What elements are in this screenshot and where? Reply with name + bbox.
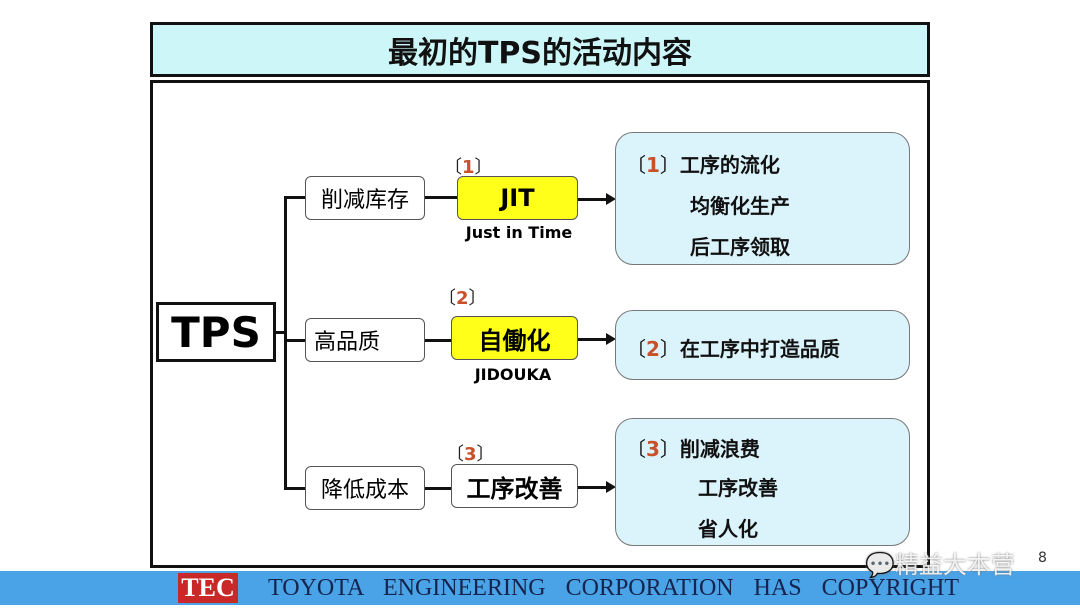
- arrow-icon: [578, 333, 616, 345]
- result-item: 〔3〕削减浪费: [626, 437, 760, 461]
- result-box-3: 〔3〕削减浪费 工序改善 省人化: [615, 418, 910, 546]
- connector: [284, 487, 306, 490]
- page-number: 8: [1038, 550, 1047, 566]
- connector: [284, 339, 306, 342]
- arrow-icon: [578, 193, 616, 205]
- method-subtitle: JIDOUKA: [474, 365, 552, 384]
- method-box-jidouka: 自働化: [451, 316, 578, 360]
- root-node-tps: TPS: [156, 302, 276, 362]
- number-value: 3: [464, 444, 477, 465]
- result-box-1: 〔1〕工序的流化 均衡化生产 后工序领取: [615, 132, 910, 265]
- number-value: 1: [462, 157, 475, 178]
- copyright-text: TOYOTA ENGINEERING CORPORATION HAS COPYR…: [268, 575, 959, 601]
- result-item: 工序改善: [698, 476, 778, 500]
- method-box-process-improvement: 工序改善: [451, 464, 578, 508]
- result-item: 后工序领取: [690, 235, 790, 259]
- connector: [284, 196, 306, 199]
- method-subtitle: Just in Time: [465, 223, 573, 242]
- goal-box-reduce-inventory: 削减库存: [305, 176, 425, 220]
- slide-title: 最初的TPS的活动内容: [150, 22, 930, 77]
- connector: [276, 331, 286, 334]
- connector: [425, 487, 452, 490]
- method-box-jit: JIT: [457, 176, 578, 220]
- tec-logo: TEC: [178, 573, 238, 603]
- method-number: 〔1〕: [444, 157, 493, 178]
- result-item: 均衡化生产: [690, 194, 790, 218]
- goal-box-high-quality: 高品质: [305, 318, 425, 362]
- method-number: 〔2〕: [438, 288, 487, 309]
- goal-box-reduce-cost: 降低成本: [305, 466, 425, 510]
- wechat-icon: 💬: [865, 551, 895, 579]
- watermark: 💬精益大本营: [865, 551, 1015, 579]
- connector-vertical: [284, 196, 287, 490]
- number-value: 2: [456, 288, 469, 309]
- result-item: 〔2〕在工序中打造品质: [626, 337, 840, 361]
- connector: [425, 196, 457, 199]
- connector: [425, 339, 452, 342]
- diagram-frame: [150, 80, 930, 568]
- method-number: 〔3〕: [446, 444, 495, 465]
- result-item: 〔1〕工序的流化: [626, 153, 780, 177]
- arrow-icon: [578, 481, 616, 493]
- result-item: 省人化: [698, 517, 758, 541]
- result-box-2: 〔2〕在工序中打造品质: [615, 310, 910, 380]
